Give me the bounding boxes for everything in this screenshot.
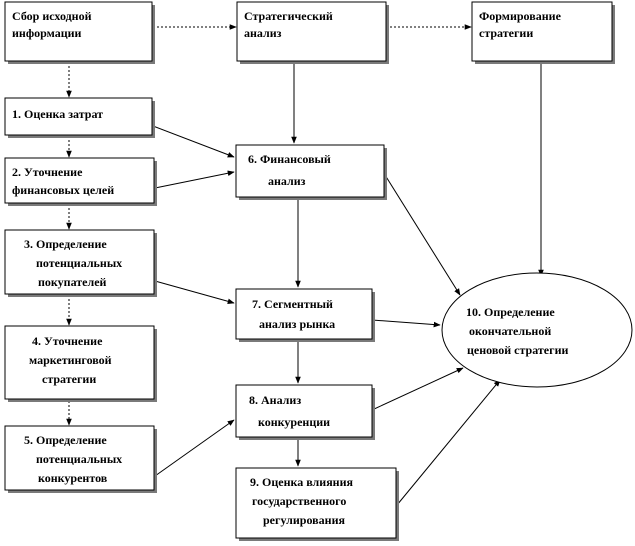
node-2-line2: финансовых целей (12, 183, 114, 197)
arrow-9-to-10 (396, 379, 501, 506)
node-data-collection: Сбор исходной информации (4, 1, 155, 64)
arrow-1-to-6 (152, 125, 235, 158)
node-strategy-formation: Формирование стратегии (471, 1, 615, 64)
node-5-line1: 5. Определение (24, 433, 107, 447)
node-3-line2: потенциальных (36, 256, 122, 270)
arrow-5-to-8 (154, 419, 235, 477)
node-strategy-formation-line2: стратегии (479, 26, 533, 40)
node-4-line2: маркетинговой (29, 353, 112, 367)
node-7-market-segmentation: 7. Сегментный анализ рынка (235, 288, 375, 342)
node-strategy-formation-line1: Формирование (479, 9, 562, 23)
node-6-line2: анализ (268, 174, 306, 188)
node-data-collection-line2: информации (12, 26, 82, 40)
node-strategic-analysis: Стратегический анализ (236, 1, 389, 64)
node-strategic-analysis-line1: Стратегический (244, 9, 333, 23)
node-8-competition-analysis: 8. Анализ конкуренции (235, 384, 375, 440)
node-6-financial-analysis: 6. Финансовый анализ (235, 144, 387, 200)
node-10-line1: 10. Определение (466, 305, 555, 319)
node-9-government-regulation: 9. Оценка влияния государственного регул… (235, 467, 399, 541)
node-8-line2: конкуренции (258, 415, 330, 429)
node-2-line1: 2. Уточнение (12, 165, 83, 179)
node-4-marketing-strategy: 4. Уточнение маркетинговой стратегии (4, 325, 157, 402)
node-1-line1: 1. Оценка затрат (12, 107, 103, 121)
arrow-6-to-10 (384, 174, 461, 296)
node-7-line2: анализ рынка (259, 317, 335, 331)
node-6-line1: 6. Финансовый (248, 152, 331, 166)
node-5-potential-competitors: 5. Определение потенциальных конкурентов (4, 425, 157, 493)
node-3-potential-buyers: 3. Определение потенциальных покупателей (4, 229, 157, 297)
connectors (66, 24, 544, 506)
node-4-line3: стратегии (42, 372, 96, 386)
node-9-line3: регулирования (263, 513, 345, 527)
node-4-line1: 4. Уточнение (32, 334, 103, 348)
arrow-3-to-7 (154, 280, 235, 305)
node-7-line1: 7. Сегментный (252, 297, 333, 311)
node-5-line2: потенциальных (36, 452, 122, 466)
node-data-collection-line1: Сбор исходной (12, 9, 92, 23)
node-strategic-analysis-line2: анализ (244, 26, 282, 40)
node-8-line1: 8. Анализ (249, 393, 301, 407)
node-9-line2: государственного (252, 494, 346, 508)
node-5-line3: конкурентов (38, 471, 108, 485)
arrow-7-to-10 (371, 319, 441, 328)
node-2-financial-goals: 2. Уточнение финансовых целей (4, 157, 157, 206)
node-10-line2: окончательной (469, 324, 551, 338)
node-1-cost-evaluation: 1. Оценка затрат (4, 97, 155, 138)
node-10-line3: ценовой стратегии (467, 343, 568, 357)
node-9-line1: 9. Оценка влияния (250, 475, 354, 489)
node-10-final-pricing-strategy: 10. Определение окончательной ценовой ст… (441, 272, 633, 388)
node-3-line3: покупателей (38, 275, 107, 289)
arrow-8-to-10 (371, 367, 464, 411)
arrow-2-to-6 (154, 170, 235, 189)
node-3-line1: 3. Определение (24, 237, 107, 251)
